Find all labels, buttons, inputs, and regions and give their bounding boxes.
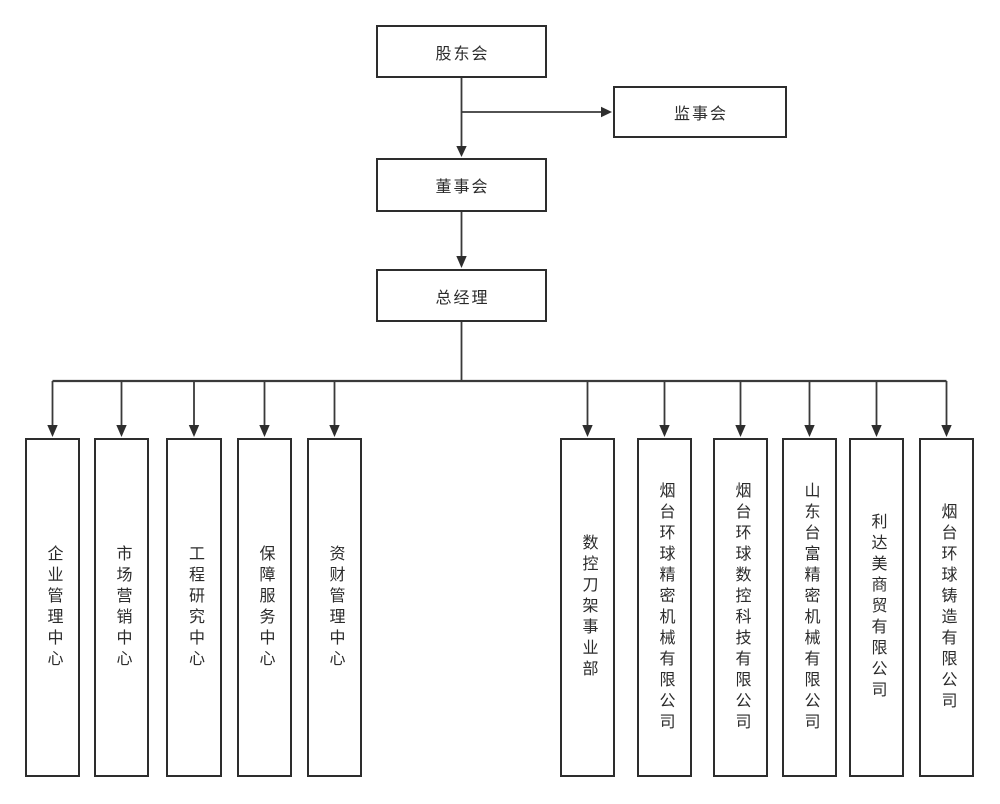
edge-shareholders-board (456, 78, 467, 157)
unit-label: 数控刀架事业部 (579, 534, 597, 681)
unit-label: 保障服务中心 (256, 544, 274, 671)
node-label: 总经理 (435, 289, 490, 307)
unit-label: 烟台环球数控科技有限公司 (732, 481, 750, 734)
edge-shareholders-supervisory (461, 106, 612, 118)
unit-label: 烟台环球铸造有限公司 (938, 502, 956, 713)
node-unit-lidamei-trading: 利达美商贸有限公司 (849, 438, 904, 777)
unit-label: 工程研究中心 (186, 544, 203, 671)
node-label: 股东会 (435, 45, 490, 63)
edge-bus-units (47, 381, 952, 437)
node-unit-shandong-taifu-machinery: 山东台富精密机械有限公司 (782, 438, 837, 777)
node-unit-yantai-precision-machinery: 烟台环球精密机械有限公司 (637, 438, 692, 777)
edge-gm-bus (52, 322, 947, 383)
unit-label: 利达美商贸有限公司 (868, 513, 886, 702)
node-unit-asset-management: 资财管理中心 (307, 438, 362, 777)
unit-label: 资财管理中心 (326, 544, 344, 671)
node-unit-enterprise-management: 企业管理中心 (25, 438, 80, 777)
unit-label: 烟台环球精密机械有限公司 (656, 481, 674, 734)
unit-label: 山东台富精密机械有限公司 (801, 481, 819, 734)
node-shareholders: 股东会 (376, 25, 547, 78)
node-unit-cnc-toolholder-division: 数控刀架事业部 (560, 438, 615, 777)
node-unit-yantai-casting: 烟台环球铸造有限公司 (919, 438, 974, 777)
node-unit-support-service: 保障服务中心 (237, 438, 292, 777)
unit-label: 企业管理中心 (44, 544, 62, 671)
node-unit-engineering-research: 工程研究中心 (166, 438, 222, 777)
node-supervisory-board: 监事会 (613, 86, 787, 138)
node-board-of-directors: 董事会 (376, 158, 547, 212)
node-unit-marketing: 市场营销中心 (94, 438, 149, 777)
node-label: 监事会 (673, 106, 728, 123)
unit-label: 市场营销中心 (113, 544, 131, 671)
node-general-manager: 总经理 (376, 269, 547, 322)
node-label: 董事会 (435, 179, 490, 196)
node-unit-yantai-cnc-technology: 烟台环球数控科技有限公司 (713, 438, 768, 777)
edge-board-gm (456, 212, 467, 268)
